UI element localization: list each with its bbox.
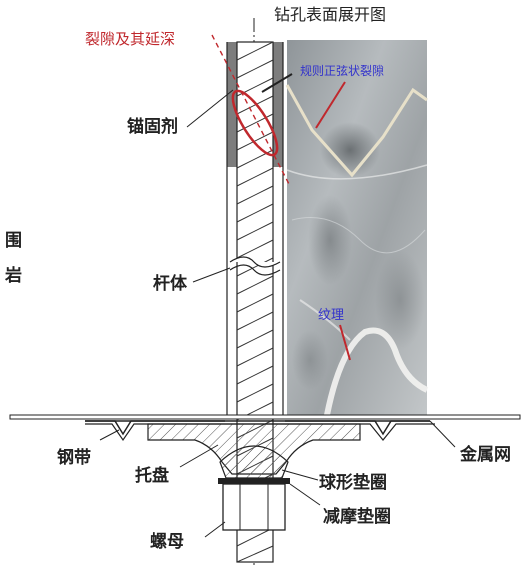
fracture-extension-line <box>211 34 291 187</box>
friction-reducing-washer <box>218 478 290 484</box>
rod-body-label: 杆体 <box>153 273 188 294</box>
rod-break-mark <box>229 256 281 268</box>
anchoring-agent-label: 锚固剂 <box>127 116 178 137</box>
surrounding-rock-label-1: 围 <box>5 231 22 251</box>
tray-label: 托盘 <box>135 465 169 486</box>
nut <box>222 483 286 531</box>
fracture-ellipse <box>231 89 279 157</box>
borehole-image-title: 钻孔表面展开图 <box>274 5 386 24</box>
metal-mesh <box>85 420 430 436</box>
rock-surface <box>9 414 521 420</box>
borehole-image <box>285 40 429 417</box>
spherical-washer <box>219 445 289 479</box>
sinusoidal-fracture-trace <box>285 84 428 178</box>
texture-label: 纹理 <box>318 308 344 323</box>
nut-label: 螺母 <box>150 532 184 552</box>
fracture-extension-label: 裂隙及其延深 <box>85 30 175 48</box>
texture-vein <box>324 327 429 416</box>
friction-reducing-washer-label: 减摩垫圈 <box>323 506 391 527</box>
sinusoidal-fracture-label: 规则正弦状裂隙 <box>300 63 384 78</box>
steel-strip-label: 钢带 <box>57 447 91 468</box>
surrounding-rock-label-2: 岩 <box>4 265 22 286</box>
metal-mesh-label: 金属网 <box>459 444 511 465</box>
spherical-washer-label: 球形垫圈 <box>319 472 387 493</box>
